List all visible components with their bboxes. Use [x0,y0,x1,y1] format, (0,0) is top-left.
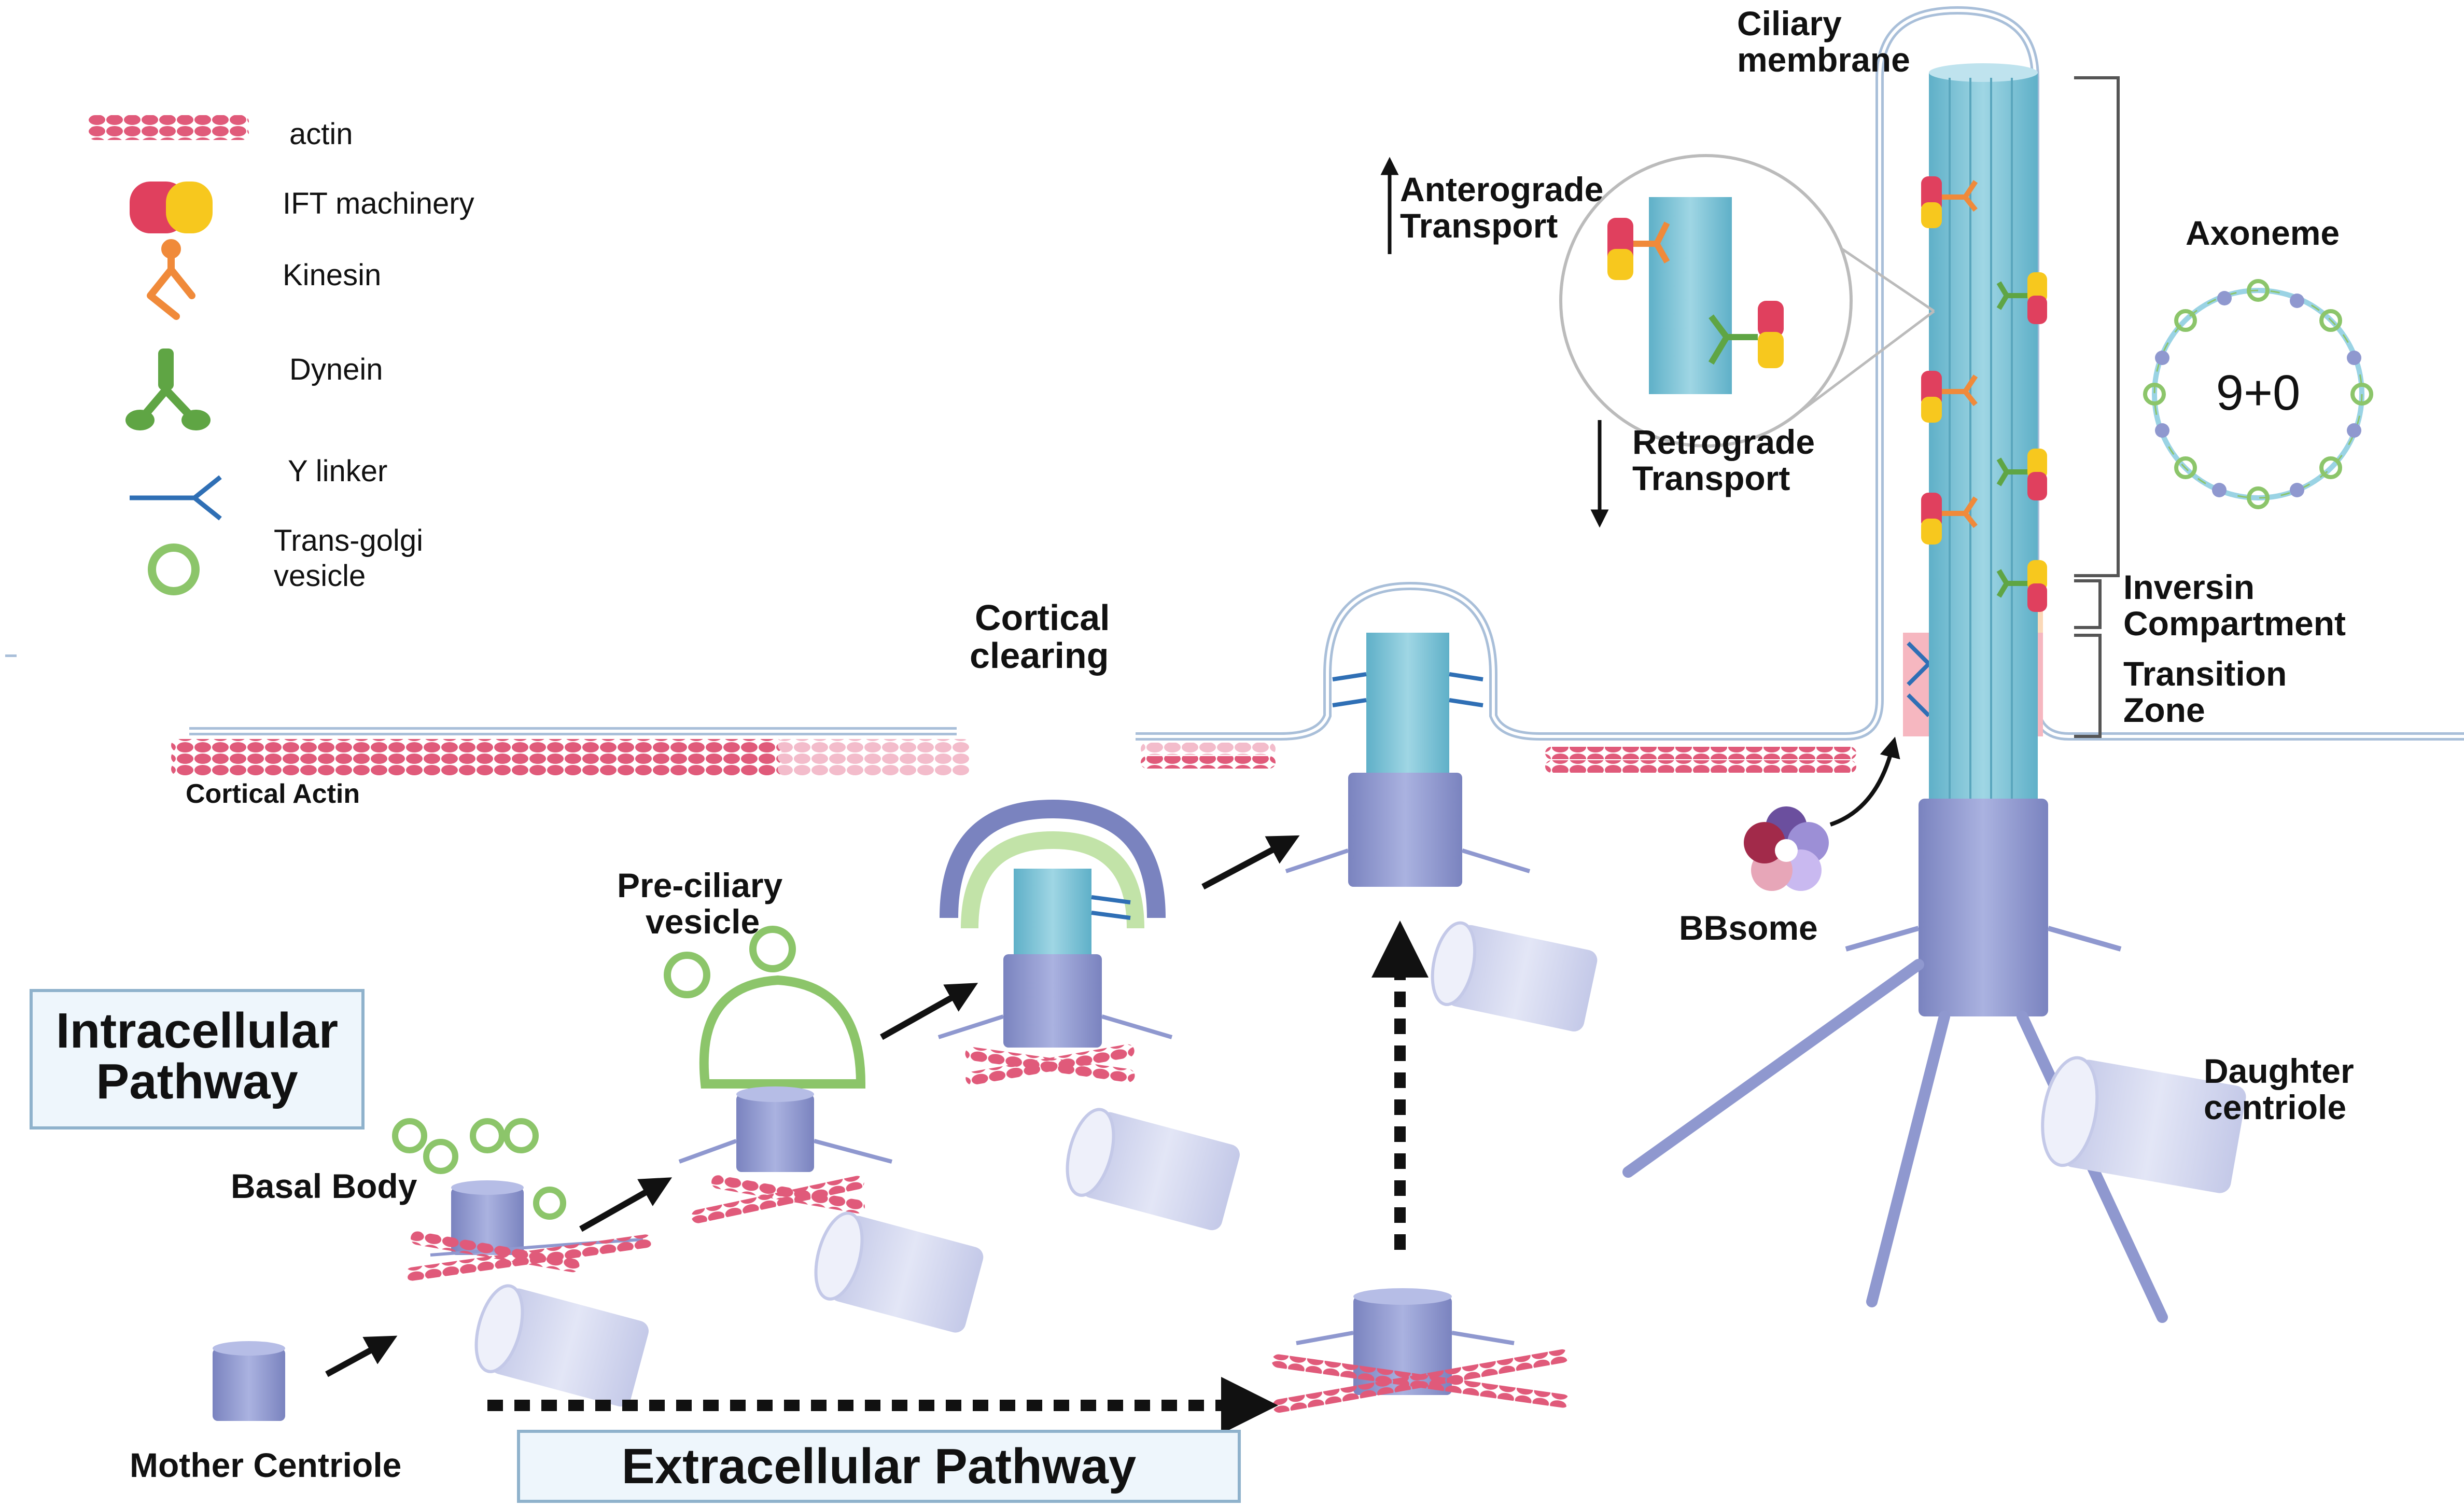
legend-ylinker-label: Y linker [288,454,387,488]
ift-machinery-icon [130,182,213,233]
bbsome-arrow [1829,736,1900,827]
kinesin-icon [147,239,195,320]
cortical-clearing-label-1: Cortical [975,597,1110,638]
bbsome-icon [1744,806,1829,891]
preciliary-label-2: vesicle [646,902,760,941]
axoneme-bracket [2074,76,2120,738]
golgi-vesicle-icon [148,543,200,595]
ift-train-retrograde-1 [1996,272,2047,324]
basal-body-stage [392,1118,652,1407]
daughter-label-1: Daughter [2204,1052,2354,1090]
ift-train-retrograde-2 [1996,449,2047,500]
retrograde-label-1: Retrograde [1632,423,1815,461]
preciliary-vesicle-stage [664,926,984,1333]
edge-mark [5,654,17,657]
mother-centriole-label: Mother Centriole [130,1446,401,1484]
arrow-to-cortical-clearing [1201,835,1300,890]
preciliary-label-1: Pre-ciliary [617,866,782,904]
dynein-icon [125,348,211,430]
legend-golgi-label-1: Trans-golgi [274,524,423,557]
intracellular-label-2: Pathway [96,1054,298,1109]
extracellular-label: Extracellular Pathway [622,1439,1136,1494]
cortical-clearing-stage [1285,633,1598,1031]
cortical-actin-label: Cortical Actin [186,779,360,809]
transport-zoom-inset [1559,154,1935,448]
arrow-to-preciliary [579,1177,673,1232]
daughter-centriole [2041,1056,2246,1193]
axoneme-shaft [1929,73,2038,799]
cortical-clearing-label-2: clearing [970,635,1109,676]
arrow-to-ciliary-vesicle [880,983,978,1040]
ciliary-vesicle-stage [937,799,1240,1231]
extracellular-pathway-box: Extracellular Pathway [517,1430,1241,1503]
transition-label-2: Zone [2123,691,2205,729]
legend: actin IFT machinery Kinesin Dynein Y lin… [88,115,474,595]
arrow-to-basal-body [325,1335,398,1377]
mother-centriole [213,1341,285,1421]
inversin-label-2: Compartment [2123,604,2346,643]
cortical-actin-band [171,739,970,775]
inversin-label-1: Inversin [2123,568,2255,606]
actin-icon [88,115,249,140]
actin-near-stage4 [1141,743,1856,773]
legend-kinesin-label: Kinesin [283,258,381,292]
basal-body-label: Basal Body [231,1167,417,1205]
bbsome-label: BBsome [1679,909,1818,947]
daughter-label-2: centriole [2204,1088,2346,1126]
extracellular-basal-body [1271,1288,1570,1413]
ift-train-anterograde-1 [1921,176,1978,228]
mature-cilium [1622,63,2246,1323]
basal-body-mature [1919,799,2048,1016]
plasma-membrane [189,6,2464,741]
axoneme-cross-section: 9+0 [2143,279,2373,509]
axoneme-pattern-label: 9+0 [2216,365,2301,421]
retrograde-label-2: Transport [1632,459,1790,497]
ciliary-membrane-label-1: Ciliary [1737,4,1842,43]
ciliary-membrane-label-2: membrane [1737,40,1910,79]
legend-actin-label: actin [289,117,353,151]
ift-train-anterograde-3 [1921,493,1978,545]
ift-train-anterograde-2 [1921,371,1978,423]
legend-ift-label: IFT machinery [283,187,474,220]
transition-label-1: Transition [2123,654,2287,693]
intracellular-pathway-box: Intracellular Pathway [30,989,365,1130]
legend-golgi-label-2: vesicle [274,559,366,593]
anterograde-label-1: Anterograde [1400,170,1603,208]
legend-dynein-label: Dynein [289,353,383,386]
plasma-membrane-inner [189,8,2464,738]
axoneme-label: Axoneme [2186,214,2340,252]
y-linker-icon [130,475,222,521]
ift-train-retrograde-3 [1996,560,2047,612]
intracellular-label-1: Intracellular [56,1003,338,1058]
anterograde-label-2: Transport [1400,206,1558,245]
